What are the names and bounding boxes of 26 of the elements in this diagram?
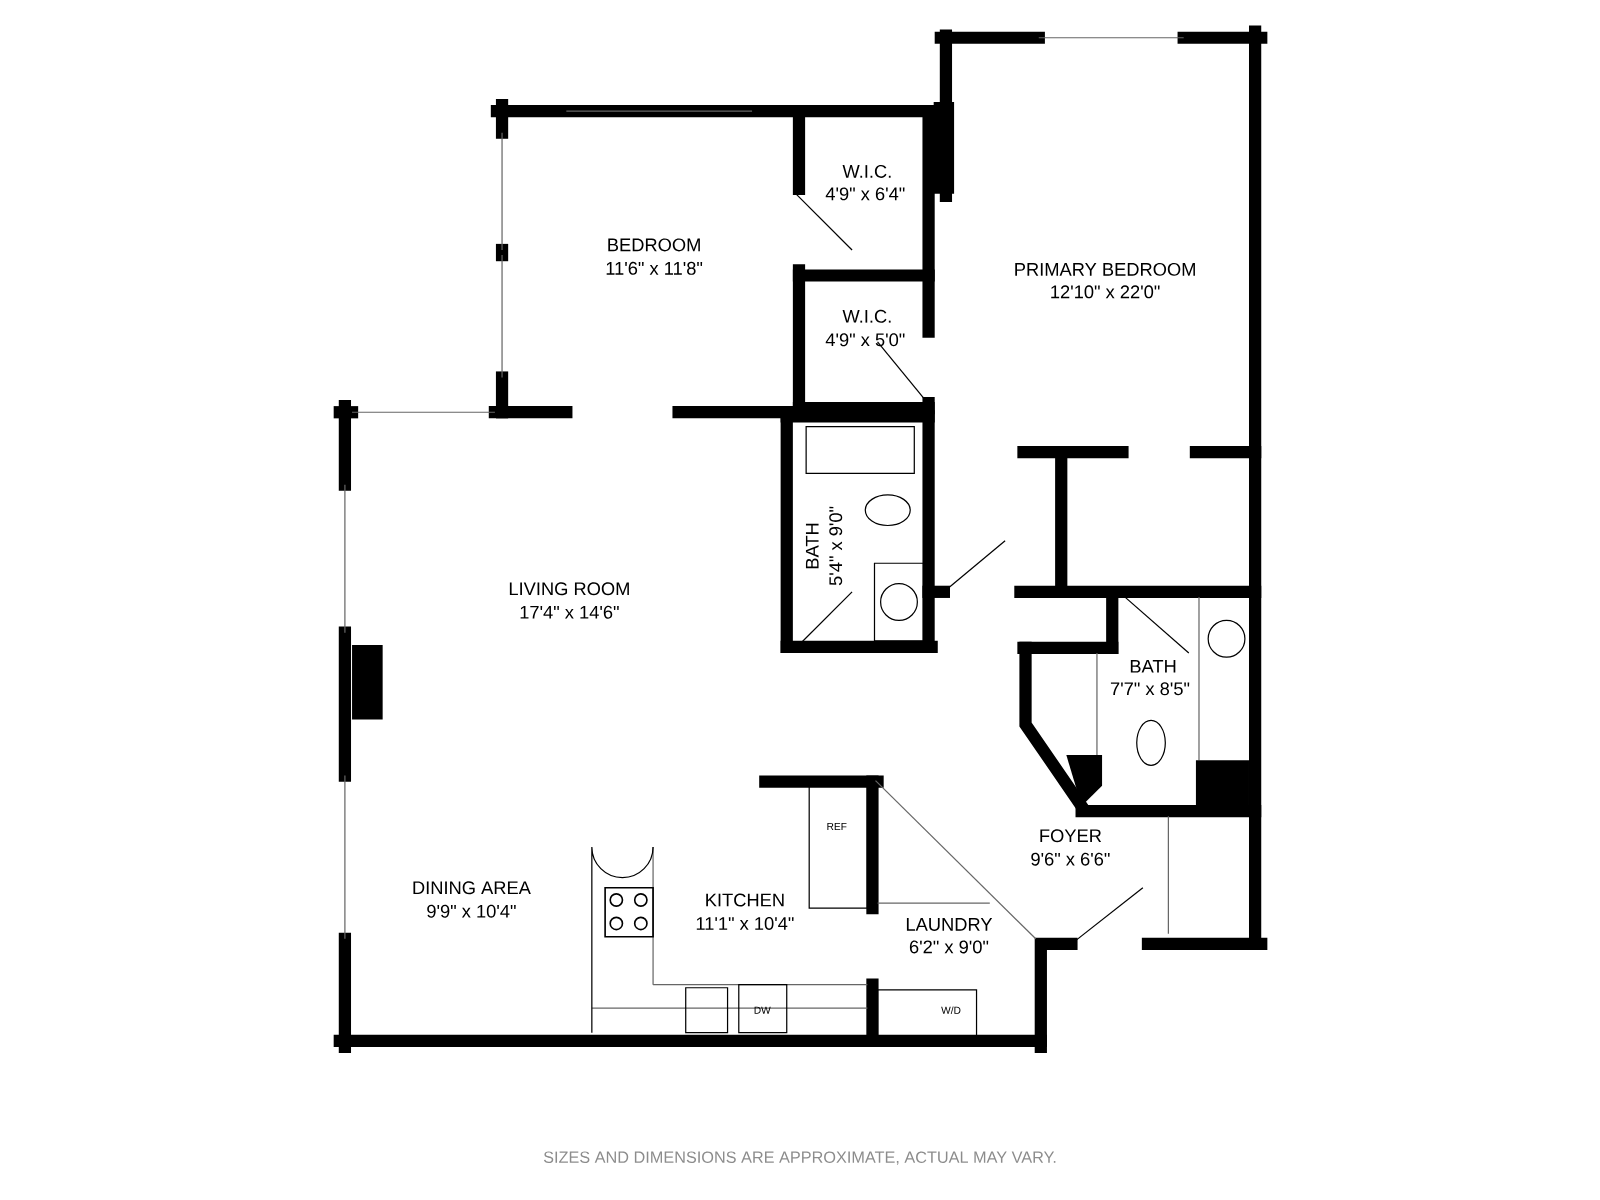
room-dimension: 5'4" x 9'0"	[829, 506, 843, 586]
room-dimension: 11'1" x 10'4"	[696, 917, 794, 930]
appliance-label: W/D	[941, 1006, 961, 1014]
room-dimension: 9'9" x 10'4"	[427, 904, 516, 918]
room-name: PRIMARY BEDROOM	[1015, 262, 1195, 276]
room-name: W.I.C.	[842, 164, 891, 178]
room-name: W.I.C.	[842, 309, 891, 323]
room-name: BEDROOM	[608, 238, 700, 252]
room-dimension: 9'6" x 6'6"	[1031, 852, 1110, 866]
room-name: KITCHEN	[706, 893, 784, 907]
room-name: FOYER	[1040, 829, 1102, 843]
room-dimension: 12'10" x 22'0"	[1051, 285, 1160, 299]
room-dimension: 4'9" x 6'4"	[825, 187, 905, 201]
room-name: BATH	[805, 523, 819, 569]
room-dimension: 17'4" x 14'6"	[520, 605, 619, 619]
room-name: LIVING ROOM	[509, 582, 629, 596]
room-name: DINING AREA	[413, 881, 531, 895]
room-name: LAUNDRY	[906, 918, 993, 931]
appliance-label: DW	[754, 1006, 771, 1014]
room-dimension: 7'7" x 8'5"	[1110, 682, 1190, 696]
room-dimension: 11'6" x 11'8"	[606, 261, 703, 275]
room-name: BATH	[1130, 660, 1176, 673]
room-dimension: 4'9" x 5'0"	[825, 333, 905, 347]
room-dimension: 6'2" x 9'0"	[909, 940, 989, 954]
caption: SIZES AND DIMENSIONS ARE APPROXIMATE, ACTUAL MAY VARY.	[543, 1151, 1056, 1165]
appliance-label: REF	[827, 823, 847, 831]
